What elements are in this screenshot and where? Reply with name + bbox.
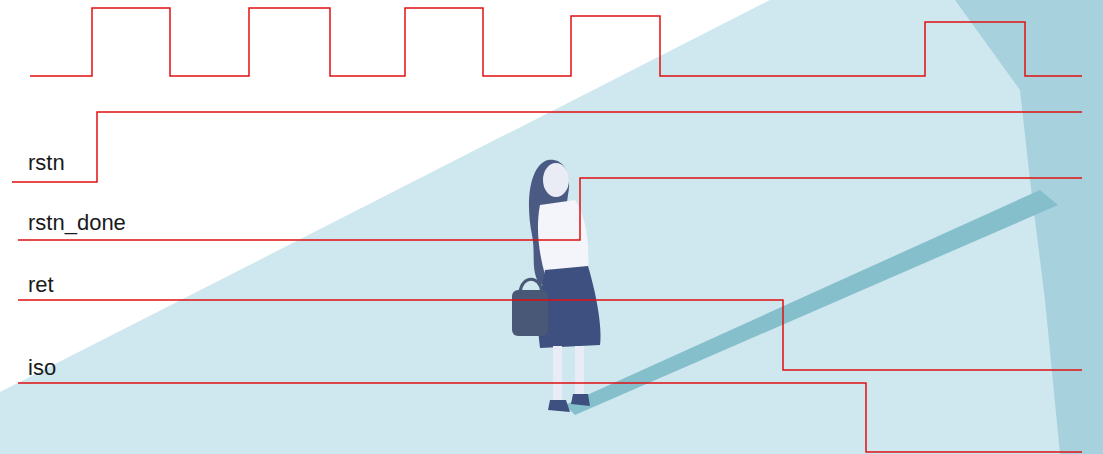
bag-handle <box>520 279 542 292</box>
signal-name: ret <box>28 274 54 296</box>
ret-wave <box>18 300 1082 370</box>
leg <box>575 346 584 396</box>
clock-wave <box>30 8 1082 76</box>
blouse <box>538 200 588 275</box>
leg <box>553 346 562 401</box>
shadow-strip <box>565 190 1058 415</box>
head <box>543 163 569 197</box>
signal-name: rstn <box>28 152 65 174</box>
signal-name: rstn_done <box>28 212 126 234</box>
iso-wave <box>18 383 1082 452</box>
rstn-done-wave <box>18 178 1082 240</box>
woman-figure <box>512 160 601 412</box>
shoe <box>548 400 570 412</box>
rstn-wave <box>12 112 1082 182</box>
shoe <box>571 394 590 406</box>
bag <box>512 290 548 336</box>
signal-name: iso <box>28 357 56 379</box>
